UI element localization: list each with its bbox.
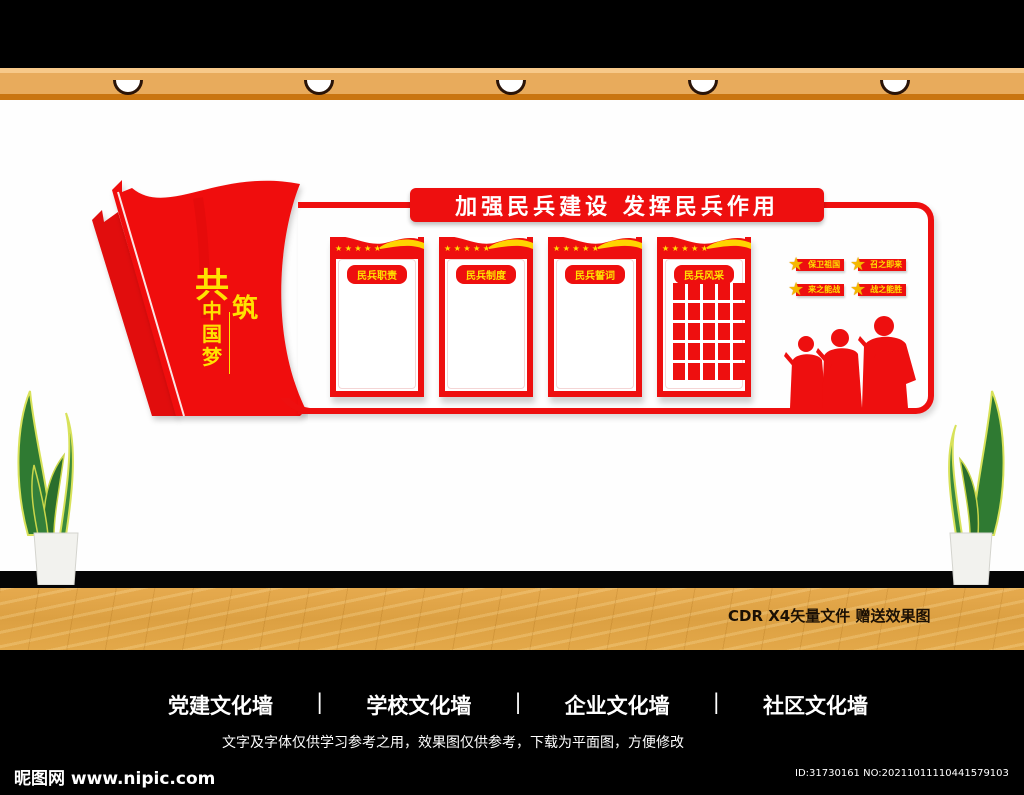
slogan-chinese-dream: 中国梦 — [202, 299, 222, 369]
potted-plant-icon — [948, 390, 1005, 585]
separator: | — [514, 690, 522, 714]
photo-slot — [688, 323, 700, 340]
panel-header-stars-icon: ★ ★ ★ ★ ★ — [548, 237, 642, 259]
photo-slot — [673, 363, 685, 380]
separator: | — [712, 690, 720, 714]
svg-text:★ ★ ★ ★ ★: ★ ★ ★ ★ ★ — [444, 244, 490, 253]
panel-label: 民兵制度 — [456, 265, 516, 284]
photo-slot — [718, 303, 730, 320]
badge-win: ★ 战之能胜 — [850, 279, 907, 300]
soldiers-silhouette-icon — [784, 316, 916, 408]
badge-text: 战之能胜 — [858, 284, 907, 296]
category-list: 党建文化墙 | 学校文化墙 | 企业文化墙 | 社区文化墙 — [168, 690, 868, 720]
category-community: 社区文化墙 — [762, 694, 868, 718]
photo-slot — [718, 323, 730, 340]
photo-slot — [718, 363, 730, 380]
photo-slot — [733, 283, 745, 300]
separator: | — [316, 690, 324, 714]
image-id-text: ID:31730161 NO:20211011110441579103 — [795, 768, 1009, 779]
category-school: 学校文化墙 — [366, 694, 472, 718]
photo-slot — [733, 363, 745, 380]
svg-text:★ ★ ★ ★ ★: ★ ★ ★ ★ ★ — [553, 244, 599, 253]
disclaimer-text: 文字及字体仅供学习参考之用，效果图仅供参考，下载为平面图，方便修改 — [222, 735, 684, 751]
category-enterprise: 企业文化墙 — [564, 694, 670, 718]
panel-header-stars-icon: ★ ★ ★ ★ ★ — [439, 237, 533, 259]
photo-slot — [688, 343, 700, 360]
panel-system: ★ ★ ★ ★ ★ 民兵制度 — [439, 237, 533, 397]
photo-slot — [703, 363, 715, 380]
photo-slot — [703, 343, 715, 360]
photo-slot — [718, 283, 730, 300]
potted-plant-icon — [17, 390, 79, 585]
badge-defend: ★ 保卫祖国 — [788, 254, 845, 275]
photo-slot — [673, 303, 685, 320]
panel-gallery: ★ ★ ★ ★ ★ 民兵风采 — [657, 237, 751, 397]
top-border — [0, 0, 1024, 68]
panel-header-stars-icon: ★ ★ ★ ★ ★ — [657, 237, 751, 259]
photo-slot — [703, 303, 715, 320]
skirting-board — [0, 571, 1024, 588]
photo-slot — [733, 323, 745, 340]
star-icon: ★ — [788, 254, 805, 275]
wood-floor — [0, 588, 1024, 650]
panel-duties: ★ ★ ★ ★ ★ 民兵职责 — [330, 237, 424, 397]
panel-label: 民兵职责 — [347, 265, 407, 284]
badge-summoned: ★ 召之即来 — [850, 254, 907, 275]
category-party: 党建文化墙 — [168, 694, 273, 718]
panel-label: 民兵风采 — [674, 265, 734, 284]
photo-slot — [688, 363, 700, 380]
star-icon: ★ — [788, 279, 805, 300]
badge-fight: ★ 来之能战 — [788, 279, 845, 300]
flag-icon — [92, 180, 306, 417]
photo-slot — [673, 283, 685, 300]
photo-slot — [733, 303, 745, 320]
photo-slot — [733, 343, 745, 360]
badge-text: 保卫祖国 — [796, 259, 845, 271]
panel-oath: ★ ★ ★ ★ ★ 民兵誓词 — [548, 237, 642, 397]
red-flag — [88, 178, 308, 428]
badge-text: 来之能战 — [796, 284, 845, 296]
photo-slot — [673, 323, 685, 340]
photo-slot — [718, 343, 730, 360]
star-icon: ★ — [850, 279, 867, 300]
photo-slot — [703, 283, 715, 300]
slogan-divider — [229, 312, 230, 374]
svg-text:★ ★ ★ ★ ★: ★ ★ ★ ★ ★ — [662, 244, 708, 253]
file-format-note: CDR X4矢量文件 赠送效果图 — [728, 607, 931, 625]
slogan-zhu: 筑 — [232, 294, 259, 324]
star-icon: ★ — [850, 254, 867, 275]
footer-band — [0, 650, 1024, 795]
site-watermark-link[interactable]: 昵图网 www.nipic.com — [14, 769, 216, 789]
photo-slot — [688, 283, 700, 300]
wall-title: 加强民兵建设 发挥民兵作用 — [410, 188, 824, 222]
frame-corner — [280, 398, 310, 414]
photo-slot — [673, 343, 685, 360]
panel-label: 民兵誓词 — [565, 265, 625, 284]
photo-slot — [688, 303, 700, 320]
slogan-gong: 共 — [195, 266, 229, 306]
photo-slot — [703, 323, 715, 340]
panel-header-stars-icon: ★ ★ ★ ★ ★ — [330, 237, 424, 259]
badge-text: 召之即来 — [858, 259, 907, 271]
svg-text:★ ★ ★ ★ ★: ★ ★ ★ ★ ★ — [335, 244, 381, 253]
photo-grid — [673, 283, 745, 380]
